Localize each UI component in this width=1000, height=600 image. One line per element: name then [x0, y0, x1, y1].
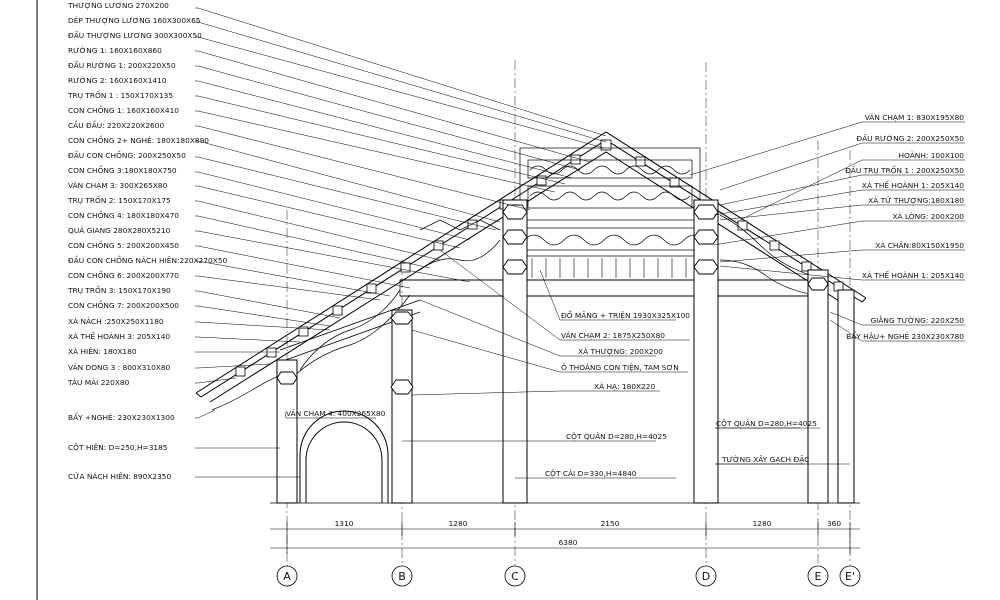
label-left-13: TRỤ TRỐN 2: 150X170X175 [67, 195, 171, 205]
label-mid-8: CỘT QUÂN D=280,H=4025 [716, 419, 817, 428]
label-left-28: CỬA NÁCH HIÊN: 890X2350 [68, 472, 171, 481]
label-left-15: QUÁ GIANG 280X280X5210 [68, 226, 171, 235]
label-left-24: VÁN DONG 3 : 800X310X80 [68, 363, 171, 372]
label-left-2: ĐẤU THƯỢNG LƯƠNG 300X300X50 [68, 30, 202, 40]
label-left-17: ĐẦU CON CHỒNG NÁCH HIÊN:220X270X50 [68, 255, 228, 265]
axis-label-B: B [398, 570, 406, 583]
label-mid-1: VÁN CHẠM 2: 1875X250X80 [561, 331, 665, 340]
label-mid-2: XÀ THƯỢNG: 200X200 [578, 347, 663, 356]
labels-right: VÁN CHẠM 1: 830X195X80 ĐẤU RƯỜNG 2: 200X… [845, 113, 964, 341]
dimension-lines [270, 522, 860, 554]
label-right-0: VÁN CHẠM 1: 830X195X80 [865, 113, 965, 122]
label-left-26: BẨY +NGHÉ: 230X230X1300 [68, 412, 175, 422]
axis-label-C: C [511, 570, 519, 583]
label-mid-0: ĐỐ MĂNG + TRIỆN 1930X325X100 [561, 310, 690, 320]
label-mid-9: TƯỜNG XÂY GẠCH ĐẶC [721, 455, 809, 464]
labels-left: THƯỢNG LƯƠNG 270X200 DÉP THƯỢNG LƯƠNG 16… [67, 1, 228, 481]
label-mid-4: XÀ HẠ: 180X220 [594, 382, 655, 391]
dim-total: 6380 [559, 538, 578, 547]
axis-label-E2: E' [845, 570, 855, 583]
label-left-21: XÀ NÁCH :250X250X1180 [68, 317, 164, 326]
label-left-23: XÀ HIÊN: 180X180 [68, 347, 137, 356]
label-left-1: DÉP THƯỢNG LƯƠNG 160X300X65 [68, 16, 201, 25]
leader-lines-right [689, 121, 965, 342]
label-left-20: CON CHỒNG 7: 200X200X500 [68, 300, 179, 310]
label-left-22: XÀ THẾ HOÀNH 3: 205X140 [68, 331, 170, 341]
label-left-8: CẦU ĐẦU: 220X220X2600 [68, 120, 164, 130]
dim-span-1: 1280 [449, 519, 468, 528]
label-left-0: THƯỢNG LƯƠNG 270X200 [67, 1, 169, 10]
dim-span-3: 1280 [753, 519, 772, 528]
label-left-16: CON CHỒNG 5: 200X200X450 [68, 240, 179, 250]
label-right-6: XÀ LÒNG: 200X200 [892, 212, 964, 221]
dim-span-2: 2150 [601, 519, 620, 528]
axis-letters: A B C D E E' [283, 570, 855, 583]
label-left-3: RƯỜNG 1: 160X160X860 [68, 46, 162, 55]
label-left-19: TRỤ TRỐN 3: 150X170X190 [67, 285, 171, 295]
label-mid-5: VÁN CHẠM 4: 400X265X80 [286, 409, 386, 418]
label-mid-7: CỘT CÁI D=330,H=4840 [545, 469, 637, 478]
labels-middle: ĐỐ MĂNG + TRIỆN 1930X325X100 VÁN CHẠM 2:… [286, 310, 817, 478]
label-right-3: ĐẤU TRỤ TRỐN 1 : 200X250X50 [845, 165, 964, 175]
label-right-8: XÀ THẾ HOÀNH 1: 205X140 [862, 270, 964, 280]
label-right-9: GIẰNG TƯỜNG: 220X250 [870, 315, 964, 325]
label-right-4: XÀ THẾ HOÀNH 1: 205X140 [862, 180, 964, 190]
label-right-7: XÀ CHÂN:80X150X1950 [875, 241, 964, 250]
label-left-5: RƯỜNG 2: 160X160X1410 [68, 76, 167, 85]
axis-label-D: D [702, 570, 710, 583]
label-left-12: VÁN CHẠM 3: 300X265X80 [68, 181, 168, 190]
label-mid-3: Ô THOÁNG CON TIỆN, TAM SƠN [561, 363, 679, 372]
label-right-10: BẨY HẬU+ NGHÉ 230X230X780 [846, 331, 964, 341]
label-left-25: TÀU MÁI 220X80 [67, 378, 130, 387]
label-left-18: CON CHỒNG 6: 200X200X770 [68, 270, 179, 280]
label-right-1: ĐẤU RƯỜNG 2: 200X250X50 [856, 133, 964, 143]
dim-span-4: 360 [827, 519, 841, 528]
label-left-9: CON CHỒNG 2+ NGHÉ: 180X180X890 [68, 135, 209, 145]
label-left-14: CON CHỒNG 4: 180X180X470 [68, 210, 179, 220]
column-joints [276, 204, 829, 395]
axis-label-E: E [815, 570, 822, 583]
door-arch [299, 410, 389, 503]
label-left-11: CON CHỒNG 3:180X180X750 [68, 165, 177, 175]
label-left-7: CON CHỒNG 1: 160X160X410 [68, 105, 179, 115]
columns [276, 199, 855, 504]
label-mid-6: CỘT QUÂN D=280,H=4025 [566, 432, 667, 441]
leader-lines-left [195, 7, 607, 478]
label-right-5: XÀ TỬ THƯỢNG:180X180 [868, 196, 964, 205]
dim-span-0: 1310 [335, 519, 354, 528]
label-right-2: HOÀNH: 100X100 [898, 151, 964, 160]
label-left-6: TRỤ TRỐN 1 : 150X170X135 [67, 90, 173, 100]
label-left-10: ĐẦU CON CHỒNG: 200X250X50 [68, 150, 186, 160]
label-left-27: CỘT HIÊN: D=250,H=3185 [68, 443, 168, 452]
tie-beam [279, 279, 820, 363]
leader-lines-middle [284, 249, 850, 479]
axis-label-A: A [283, 570, 291, 583]
axis-bubbles [276, 565, 861, 587]
dimension-texts: 1310 1280 2150 1280 360 6380 [335, 519, 842, 547]
label-left-4: ĐẤU RƯỜNG 1: 200X220X50 [68, 60, 176, 70]
